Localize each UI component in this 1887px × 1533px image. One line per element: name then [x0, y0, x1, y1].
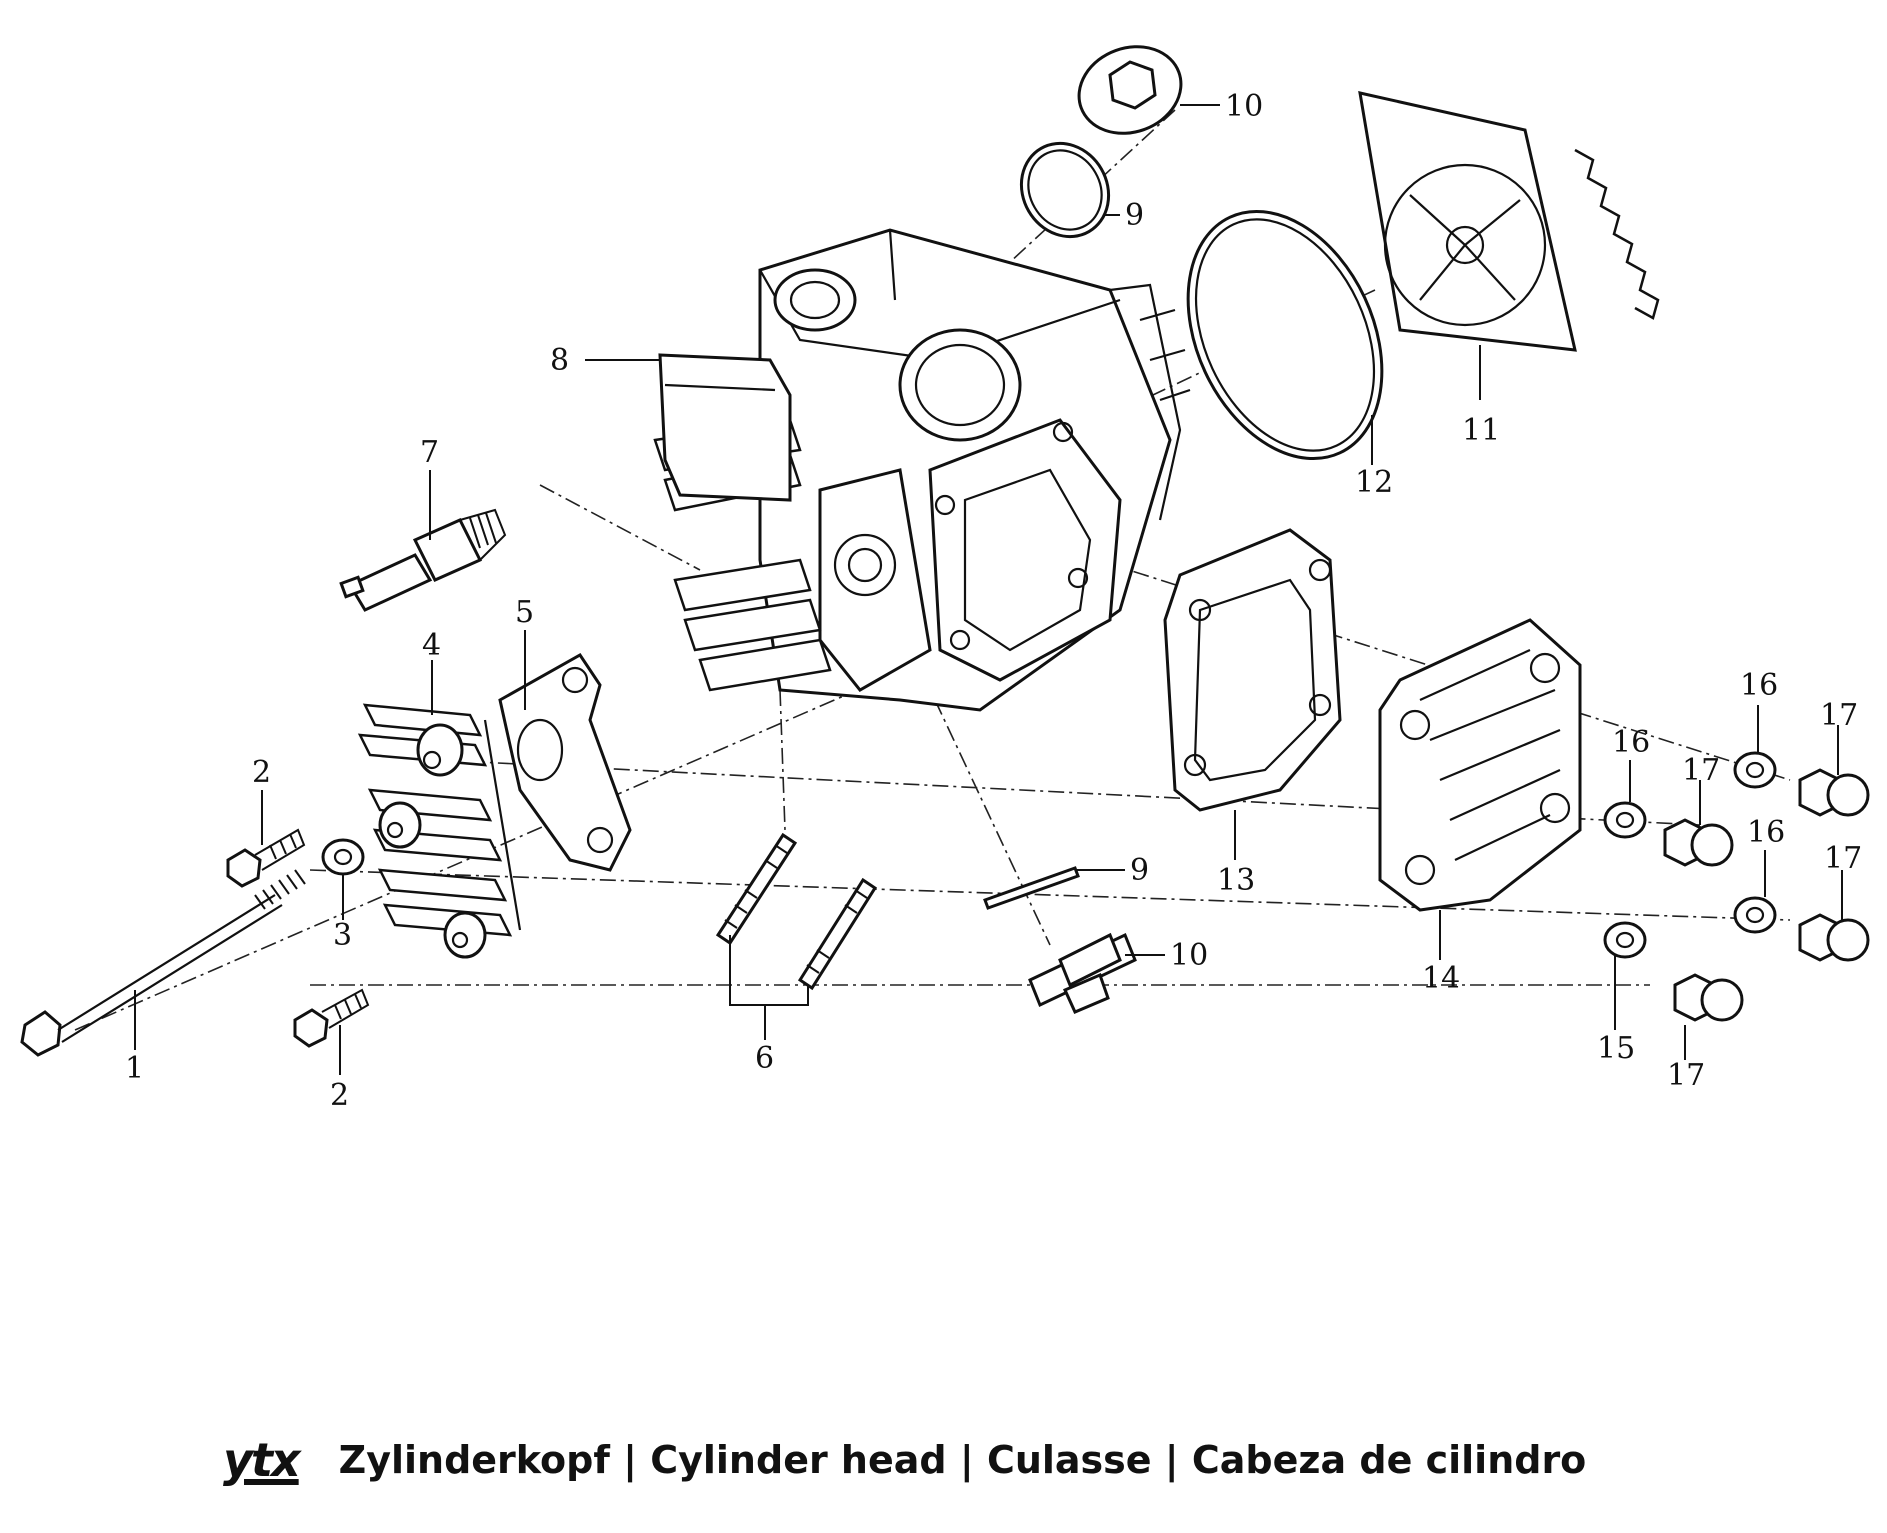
callout-1: 1 [125, 1051, 144, 1086]
callout-2-lower: 2 [330, 1078, 349, 1113]
callout-10-top: 10 [1225, 89, 1263, 124]
exhaust-manifold-part [357, 703, 522, 959]
callout-9-top: 9 [1125, 198, 1144, 233]
callout-5: 5 [515, 595, 534, 630]
studs-part [715, 832, 878, 991]
callout-11: 11 [1462, 413, 1500, 448]
callout-3: 3 [333, 918, 352, 953]
callout-14: 14 [1422, 961, 1460, 996]
bolt-upper-part [226, 828, 306, 888]
callout-16-b: 16 [1612, 725, 1650, 760]
head-gasket-part [1163, 528, 1342, 812]
callout-8: 8 [550, 343, 569, 378]
callout-13: 13 [1217, 863, 1255, 898]
cap-nut-17c [1798, 913, 1870, 962]
cap-nut-17d [1673, 973, 1744, 1022]
leader-lines [134, 104, 1843, 1075]
cap-nut-top [1077, 45, 1183, 135]
callout-10-bottom: 10 [1170, 938, 1208, 973]
brand-logo: ytx [223, 1433, 301, 1487]
callout-labels: 1 2 2 3 4 5 6 7 8 9 9 10 10 11 12 13 14 … [125, 89, 1862, 1113]
bolt-lower-part [293, 988, 370, 1048]
callout-2-upper: 2 [252, 755, 271, 790]
long-bolt-part [20, 869, 306, 1057]
callout-6: 6 [755, 1041, 774, 1076]
cap-nut-17a [1798, 768, 1870, 817]
o-ring-small-top [1019, 141, 1111, 239]
callout-16-c: 16 [1747, 815, 1785, 850]
head-cover-part [1378, 618, 1582, 912]
callout-17-b: 17 [1682, 753, 1720, 788]
cylinder-head-body [653, 228, 1191, 712]
callout-17-c: 17 [1824, 841, 1862, 876]
pin-part [983, 866, 1080, 910]
diagram-caption: Zylinderkopf | Cylinder head | Culasse |… [338, 1438, 1587, 1482]
callout-17-a: 17 [1820, 698, 1858, 733]
drain-plug-part [1028, 932, 1137, 1014]
callout-16-a: 16 [1740, 668, 1778, 703]
callout-4: 4 [422, 628, 441, 663]
o-ring-large [1186, 209, 1384, 461]
washer-16b [1603, 801, 1647, 839]
callout-17-d: 17 [1667, 1058, 1705, 1093]
callout-15: 15 [1597, 1031, 1635, 1066]
washer-part [321, 838, 365, 876]
callout-9-bottom: 9 [1130, 853, 1149, 888]
cap-nut-17b [1663, 818, 1734, 867]
washer-16a [1733, 751, 1777, 789]
washer-15 [1603, 921, 1647, 959]
callout-7: 7 [420, 435, 439, 470]
exhaust-gasket-part [498, 653, 632, 872]
washer-16c [1733, 896, 1777, 934]
deflector-part [658, 353, 792, 502]
fan-cover-part [1358, 91, 1660, 352]
spark-plug-part [339, 508, 507, 612]
footer-caption-bar: ytx Zylinderkopf | Cylinder head | Culas… [223, 1425, 1586, 1495]
callout-12: 12 [1355, 465, 1393, 500]
